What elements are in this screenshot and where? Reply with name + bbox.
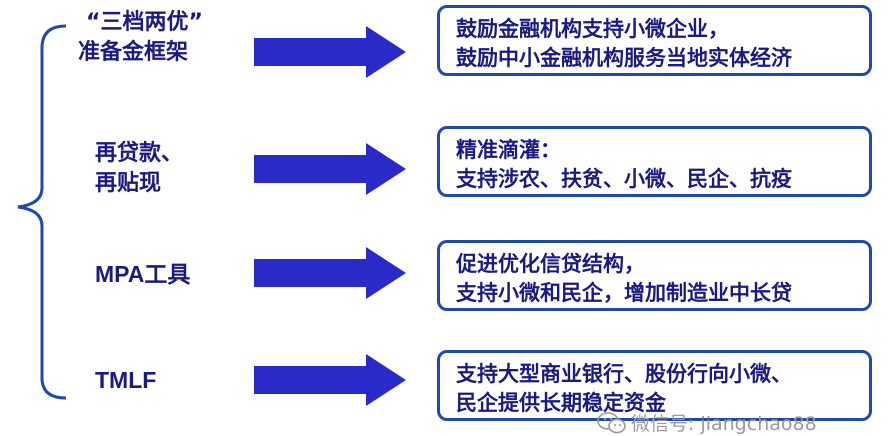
row-1-label-line-2: 准备金框架 [78, 40, 189, 65]
row-2-label-line-1: 再贷款、 [95, 141, 184, 166]
row-3-arrow-icon [254, 247, 406, 299]
row-4-box-line-1: 支持大型商业银行、股份行向小微、 [456, 362, 792, 386]
row-3-box-line-2: 支持小微和民企，增加制造业中长贷 [456, 281, 792, 305]
row-4-label-line-1: TMLF [95, 367, 157, 393]
row-1-arrow-icon [254, 26, 406, 78]
row-2-box-line-1: 精准滴灌： [456, 138, 561, 162]
row-1-label-line-1: “三档两优” [86, 10, 203, 35]
row-2-box-line-2: 支持涉农、扶贫、小微、民企、抗疫 [456, 167, 792, 191]
row-1-box-line-2: 鼓励中小金融机构服务当地实体经济 [456, 46, 792, 70]
row-2-label: 再贷款、 再贴现 [95, 139, 183, 199]
row-4-label: TMLF [95, 365, 156, 395]
row-1-box: 鼓励金融机构支持小微企业， 鼓励中小金融机构服务当地实体经济 [437, 5, 872, 76]
row-4-box-line-2: 民企提供长期稳定资金 [456, 391, 666, 415]
row-2-arrow-icon [254, 143, 406, 195]
row-2-box: 精准滴灌： 支持涉农、扶贫、小微、民企、抗疫 [437, 126, 872, 197]
row-1-box-line-1: 鼓励金融机构支持小微企业， [456, 17, 729, 41]
watermark-text: 微信号: jiangchao88 [631, 413, 817, 435]
row-3-label: MPA工具 [95, 259, 190, 289]
row-2-label-line-2: 再贴现 [95, 171, 162, 196]
row-4-arrow-icon [254, 354, 406, 406]
row-1-label: “三档两优” 准备金框架 [78, 8, 203, 68]
wechat-icon [597, 411, 626, 433]
row-3-box-line-1: 促进优化信贷结构， [456, 252, 645, 276]
row-3-box: 促进优化信贷结构， 支持小微和民企，增加制造业中长贷 [437, 240, 872, 311]
row-4-box: 支持大型商业银行、股份行向小微、 民企提供长期稳定资金 [437, 350, 872, 421]
watermark: 微信号: jiangchao88 [597, 410, 817, 435]
row-3-label-line-1: MPA工具 [95, 261, 191, 287]
